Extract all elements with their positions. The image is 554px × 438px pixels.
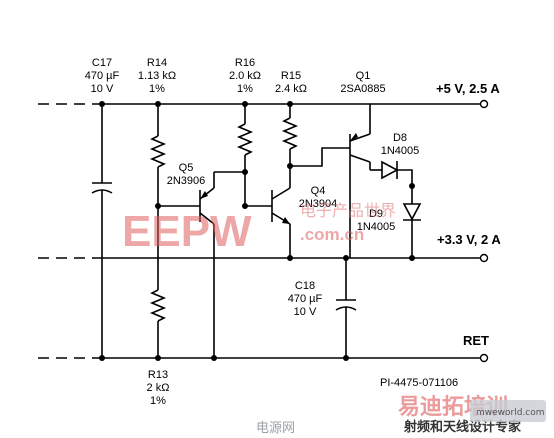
q5-part: 2N3906 <box>167 175 206 187</box>
c17-ref: C17 <box>92 57 112 69</box>
resistor-r15 <box>281 104 350 188</box>
c18-value: 470 µF <box>288 293 323 305</box>
q1-part: 2SA0885 <box>340 83 385 95</box>
eepw-logo-text: EEPW <box>122 207 252 256</box>
c17-rating: 10 V <box>91 83 114 95</box>
d8-ref: D8 <box>393 132 407 144</box>
site-left-text: 电源网 <box>256 421 295 436</box>
capacitor-c18 <box>335 258 357 358</box>
resistor-r13 <box>149 289 167 358</box>
c18-ref: C18 <box>295 280 315 292</box>
site-right-text: 射频和天线设计专家 <box>403 419 522 435</box>
rail-5v-label: +5 V, 2.5 A <box>436 81 500 96</box>
c17-value: 470 µF <box>85 70 120 82</box>
resistor-r16 <box>214 104 254 206</box>
transistor-q4 <box>245 187 291 258</box>
r14-tol: 1% <box>149 83 165 95</box>
c18-rating: 10 V <box>294 306 317 318</box>
capacitor-c17 <box>91 104 113 358</box>
r15-value: 2.4 kΩ <box>275 83 307 95</box>
rail-3v3 <box>38 253 489 263</box>
q4-ref: Q4 <box>311 185 326 197</box>
rail-ret <box>38 353 489 363</box>
r13-value: 2 kΩ <box>147 382 170 394</box>
junction-dots <box>99 101 415 361</box>
logo-domain-text: mweworld.com <box>476 408 545 418</box>
d9-ref: D9 <box>369 208 383 220</box>
r14-ref: R14 <box>147 57 167 69</box>
rail-ret-label: RET <box>463 333 489 348</box>
transistor-q1 <box>349 133 371 170</box>
rail-5v <box>38 99 489 134</box>
r14-value: 1.13 kΩ <box>138 70 176 82</box>
r15-ref: R15 <box>281 70 301 82</box>
r16-value: 2.0 kΩ <box>229 70 261 82</box>
diode-d9 <box>402 203 422 258</box>
r16-ref: R16 <box>235 57 255 69</box>
resistor-r14 <box>149 104 167 290</box>
eepw-domain-text: .com.cn <box>300 225 364 244</box>
eepw-watermark: EEPW 电子产品世界 .com.cn <box>122 201 396 256</box>
rail-3v3-label: +3.3 V, 2 A <box>437 232 501 247</box>
diode-d8 <box>370 160 413 204</box>
transistor-q5 <box>158 172 215 358</box>
d9-part: 1N4005 <box>357 221 396 233</box>
bottom-watermark: 电源网 射频和天线设计专家 易迪拓培训 mweworld.com <box>256 394 546 436</box>
q4-part: 2N3904 <box>299 198 338 210</box>
eepw-cn-text: 电子产品世界 <box>300 201 396 220</box>
r16-tol: 1% <box>237 83 253 95</box>
r13-tol: 1% <box>150 395 166 407</box>
d8-part: 1N4005 <box>381 145 420 157</box>
q1-ref: Q1 <box>356 70 371 82</box>
r13-ref: R13 <box>148 369 168 381</box>
figure-id: PI-4475-071106 <box>380 377 458 389</box>
q5-ref: Q5 <box>179 162 194 174</box>
